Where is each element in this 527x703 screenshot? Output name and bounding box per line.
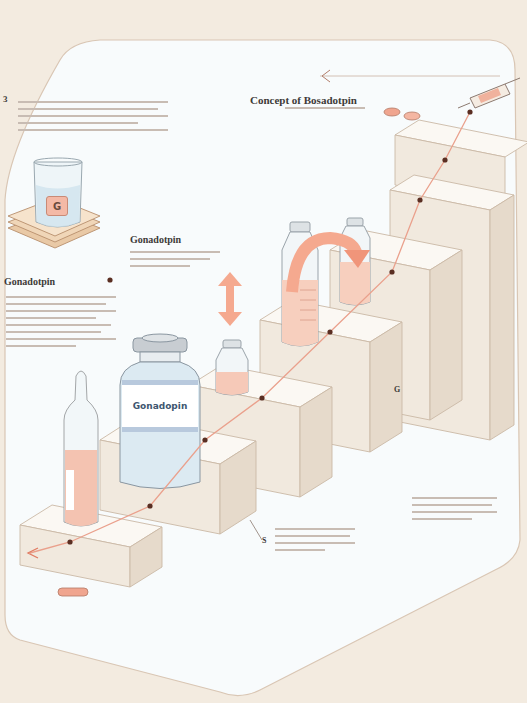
node-text: Gonadopin	[133, 401, 188, 411]
diagram-title: Concept of Bosadotpin	[250, 94, 357, 106]
callout-number: S	[262, 536, 266, 545]
pill-tray	[58, 588, 88, 596]
flow-path	[28, 109, 473, 558]
staircase	[20, 120, 527, 587]
ampoule	[64, 371, 98, 526]
vial	[120, 334, 200, 489]
callout-number: G	[394, 385, 400, 394]
node-text: G	[53, 201, 61, 212]
small-vial	[216, 340, 248, 395]
vial-label: Gonadopin	[122, 380, 198, 432]
curved-arrow	[292, 238, 370, 292]
glass-label: G	[46, 196, 68, 216]
vial-right	[340, 218, 370, 305]
guide-line	[320, 76, 500, 77]
pills	[384, 108, 420, 120]
part-label: Gonadotpin	[4, 276, 55, 287]
syringe	[458, 78, 520, 108]
double-arrow	[218, 272, 242, 326]
part-label: Gonadotpin	[130, 234, 181, 245]
callout-number: 3	[3, 94, 8, 104]
glass	[34, 158, 82, 227]
guide-arrow	[322, 70, 330, 82]
